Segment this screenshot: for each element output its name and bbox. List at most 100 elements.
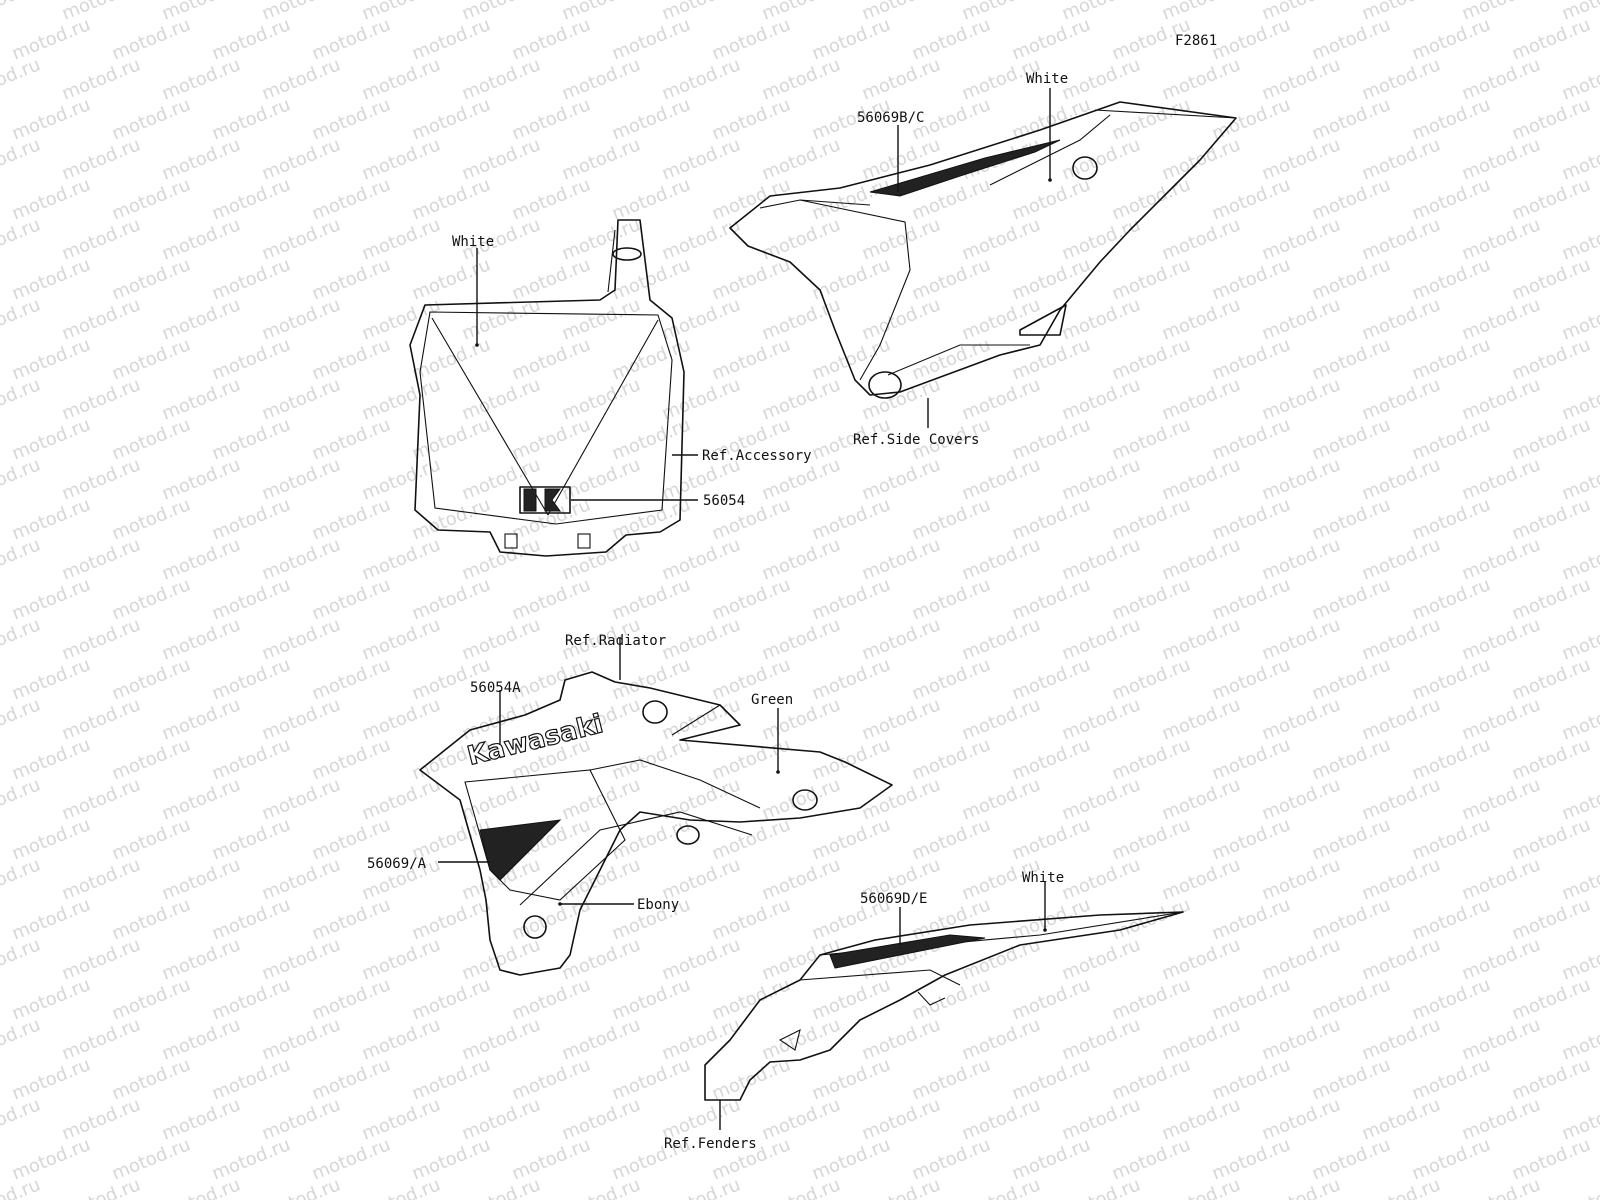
shroud-grommet-middle bbox=[792, 789, 818, 811]
watermark-text: motod.ru bbox=[959, 774, 1043, 824]
watermark-text: motod.ru bbox=[9, 1054, 93, 1104]
watermark-text: motod.ru bbox=[859, 214, 943, 264]
watermark-text: motod.ru bbox=[609, 174, 693, 224]
watermark-text: motod.ru bbox=[59, 614, 143, 664]
watermark-text: motod.ru bbox=[59, 1094, 143, 1144]
watermark-text: motod.ru bbox=[309, 894, 393, 944]
watermark-text: motod.ru bbox=[1159, 54, 1243, 104]
watermark-text: motod.ru bbox=[259, 694, 343, 744]
label-ref-accessory: Ref.Accessory bbox=[702, 448, 812, 464]
watermark-text: motod.ru bbox=[1009, 414, 1093, 464]
watermark-text: motod.ru bbox=[1109, 574, 1193, 624]
watermark-text: motod.ru bbox=[559, 534, 643, 584]
watermark-text: motod.ru bbox=[559, 774, 643, 824]
watermark-text: motod.ru bbox=[1459, 1014, 1543, 1064]
watermark-text: motod.ru bbox=[859, 1174, 943, 1200]
watermark-text: motod.ru bbox=[1209, 654, 1293, 704]
watermark-text: motod.ru bbox=[1109, 894, 1193, 944]
watermark-text: motod.ru bbox=[509, 654, 593, 704]
watermark-text: motod.ru bbox=[1359, 534, 1443, 584]
watermark-text: motod.ru bbox=[1009, 174, 1093, 224]
watermark-text: motod.ru bbox=[309, 974, 393, 1024]
watermark-text: motod.ru bbox=[1409, 334, 1493, 384]
watermark-text: motod.ru bbox=[109, 1134, 193, 1184]
watermark-text: motod.ru bbox=[359, 1174, 443, 1200]
watermark-text: motod.ru bbox=[709, 14, 793, 64]
watermark-text: motod.ru bbox=[909, 1054, 993, 1104]
watermark-text: motod.ru bbox=[1059, 374, 1143, 424]
watermark-text: motod.ru bbox=[109, 1054, 193, 1104]
watermark-text: motod.ru bbox=[1509, 414, 1593, 464]
watermark-text: motod.ru bbox=[1209, 894, 1293, 944]
watermark-text: motod.ru bbox=[759, 934, 843, 984]
watermark-text: motod.ru bbox=[109, 494, 193, 544]
watermark-text: motod.ru bbox=[659, 134, 743, 184]
watermark-text: motod.ru bbox=[9, 894, 93, 944]
side-cover-grommet-bottom bbox=[868, 371, 902, 399]
watermark-text: motod.ru bbox=[709, 894, 793, 944]
watermark-text: motod.ru bbox=[959, 1174, 1043, 1200]
watermark-text: motod.ru bbox=[1259, 454, 1343, 504]
watermark-text: motod.ru bbox=[659, 54, 743, 104]
watermark-text: motod.ru bbox=[0, 374, 43, 424]
watermark-text: motod.ru bbox=[1209, 814, 1293, 864]
watermark-text: motod.ru bbox=[209, 334, 293, 384]
watermark-text: motod.ru bbox=[809, 1054, 893, 1104]
watermark-text: motod.ru bbox=[959, 1014, 1043, 1064]
watermark-text: motod.ru bbox=[709, 334, 793, 384]
watermark-text: motod.ru bbox=[1409, 1134, 1493, 1184]
watermark-text: motod.ru bbox=[659, 934, 743, 984]
label-ref-side-covers: Ref.Side Covers bbox=[853, 432, 979, 448]
watermark-text: motod.ru bbox=[909, 734, 993, 784]
watermark-text: motod.ru bbox=[209, 734, 293, 784]
watermark-text: motod.ru bbox=[1409, 974, 1493, 1024]
watermark-text: motod.ru bbox=[1109, 974, 1193, 1024]
watermark-text: motod.ru bbox=[1309, 414, 1393, 464]
label-white-number-plate: White bbox=[452, 234, 494, 250]
watermark-text: motod.ru bbox=[309, 574, 393, 624]
label-white-fender: White bbox=[1022, 870, 1064, 886]
shroud-grommet-bottom bbox=[523, 915, 547, 939]
watermark-text: motod.ru bbox=[1409, 574, 1493, 624]
watermark-text: motod.ru bbox=[109, 894, 193, 944]
watermark-text: motod.ru bbox=[1509, 494, 1593, 544]
watermark-text: motod.ru bbox=[509, 894, 593, 944]
watermark-text: motod.ru bbox=[1409, 494, 1493, 544]
watermark-text: motod.ru bbox=[59, 1014, 143, 1064]
watermark-text: motod.ru bbox=[1259, 294, 1343, 344]
watermark-text: motod.ru bbox=[1459, 854, 1543, 904]
watermark-text: motod.ru bbox=[1209, 174, 1293, 224]
watermark-text: motod.ru bbox=[409, 1134, 493, 1184]
watermark-text: motod.ru bbox=[1259, 214, 1343, 264]
watermark-text: motod.ru bbox=[1259, 774, 1343, 824]
watermark-text: motod.ru bbox=[359, 774, 443, 824]
watermark-text: motod.ru bbox=[1309, 254, 1393, 304]
watermark-text: motod.ru bbox=[359, 54, 443, 104]
watermark-text: motod.ru bbox=[509, 1054, 593, 1104]
watermark-text: motod.ru bbox=[459, 1014, 543, 1064]
watermark-text: motod.ru bbox=[859, 534, 943, 584]
watermark-text: motod.ru bbox=[1509, 1054, 1593, 1104]
watermark-text: motod.ru bbox=[9, 814, 93, 864]
watermark-text: motod.ru bbox=[1159, 214, 1243, 264]
watermark-text: motod.ru bbox=[109, 414, 193, 464]
watermark-text: motod.ru bbox=[159, 1174, 243, 1200]
watermark-text: motod.ru bbox=[159, 694, 243, 744]
watermark-text: motod.ru bbox=[1159, 614, 1243, 664]
watermark-text: motod.ru bbox=[1509, 974, 1593, 1024]
watermark-text: motod.ru bbox=[1409, 654, 1493, 704]
watermark-text: motod.ru bbox=[959, 294, 1043, 344]
watermark-text: motod.ru bbox=[459, 1174, 543, 1200]
watermark-text: motod.ru bbox=[1309, 814, 1393, 864]
watermark-text: motod.ru bbox=[259, 614, 343, 664]
watermark-text: motod.ru bbox=[109, 734, 193, 784]
watermark-text: motod.ru bbox=[0, 454, 43, 504]
watermark-text: motod.ru bbox=[459, 1094, 543, 1144]
watermark-text: motod.ru bbox=[1059, 1014, 1143, 1064]
watermark-text: motod.ru bbox=[9, 254, 93, 304]
watermark-text: motod.ru bbox=[1509, 254, 1593, 304]
watermark-text: motod.ru bbox=[1359, 854, 1443, 904]
watermark-text: motod.ru bbox=[959, 534, 1043, 584]
watermark-text: motod.ru bbox=[1109, 654, 1193, 704]
watermark-text: motod.ru bbox=[559, 1014, 643, 1064]
